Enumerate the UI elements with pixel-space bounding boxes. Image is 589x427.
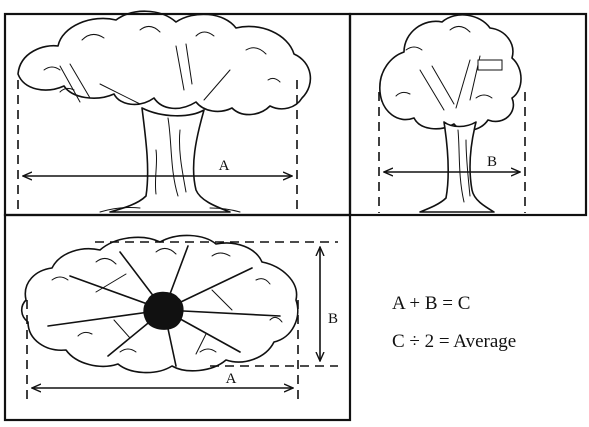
panel-top-frame <box>3 213 352 422</box>
front-label-bg <box>214 155 234 173</box>
top-width-label-a: A <box>226 371 237 387</box>
tree-side-illustration <box>379 14 522 213</box>
top-b-label-bg <box>323 308 343 326</box>
panel-front-view: A <box>3 10 352 217</box>
average-formula: A + B = C C ÷ 2 = Average <box>392 293 516 352</box>
panel-side-frame <box>348 12 588 217</box>
front-width-label-a: A <box>219 158 230 174</box>
top-a-label-bg <box>221 367 241 385</box>
formula-average-line: C ÷ 2 = Average <box>392 331 516 352</box>
panel-top-view: A B <box>3 213 352 422</box>
side-width-label-b: B <box>487 154 497 170</box>
tree-front-illustration <box>17 10 312 213</box>
top-depth-label-b: B <box>328 311 338 327</box>
formula-sum-line: A + B = C <box>392 293 470 314</box>
side-label-bg <box>482 151 502 169</box>
panel-side-view: B <box>348 12 588 217</box>
tree-crown-top-illustration <box>20 234 299 374</box>
